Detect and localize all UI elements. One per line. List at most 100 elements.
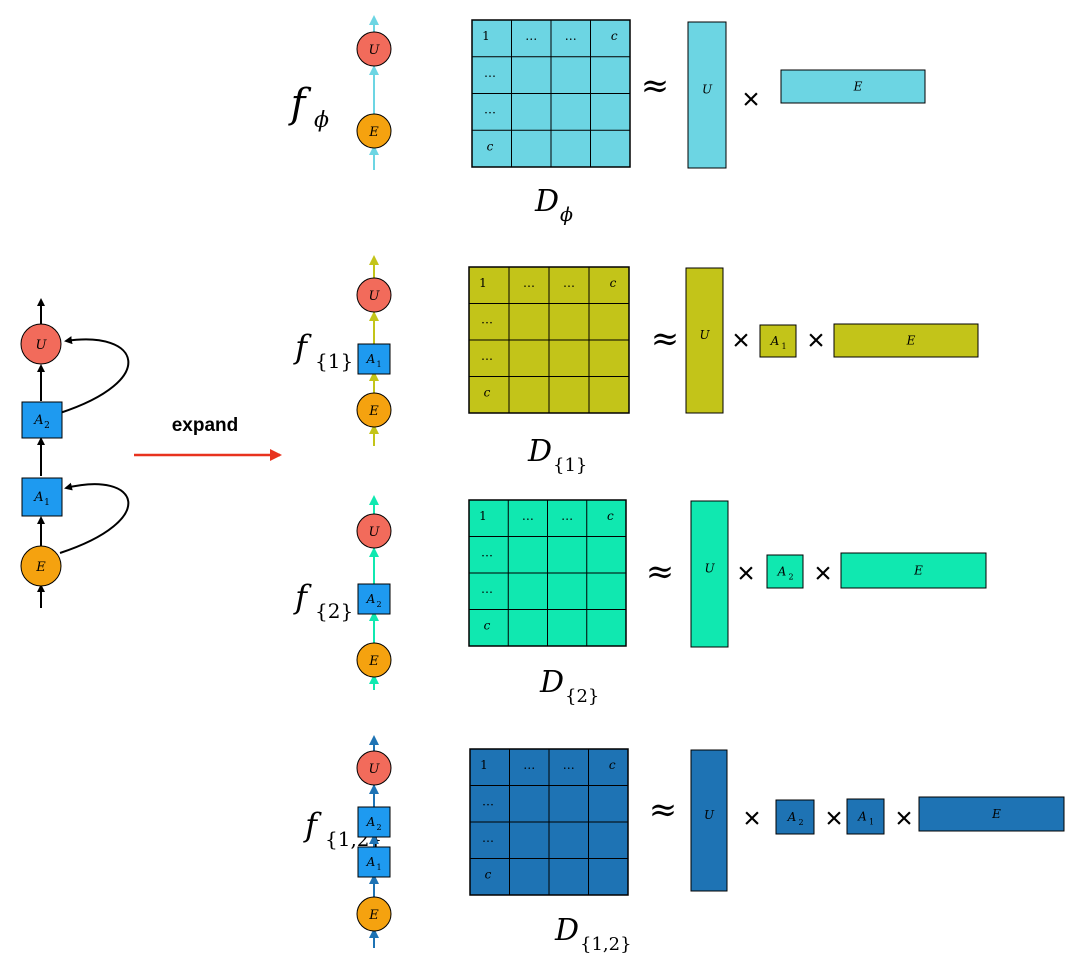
times-symbol: × [814, 557, 832, 590]
left-node-a2-label: A [33, 413, 43, 428]
factor-u-2: U [690, 500, 729, 648]
expand-arrow-group: expand [134, 415, 282, 461]
chain-phi: UE [356, 15, 392, 170]
left-graph: U A 2 A 1 E [20, 298, 130, 608]
chain-node-e-1: E [356, 392, 392, 428]
svg-text:2: 2 [798, 818, 803, 827]
matrix-phi: 1……c……c [471, 19, 631, 168]
matrix-header-cell-1: … [523, 758, 535, 772]
approx-symbol-phi: ≈ [641, 66, 670, 106]
matrix-col-cell-3: c [484, 619, 491, 633]
approx-symbol-2: ≈ [646, 552, 675, 592]
d-label-1: D [527, 434, 552, 469]
chain-node-u-12: U [356, 750, 392, 786]
matrix-col-cell-2: … [482, 831, 494, 845]
chain-node-u-1: U [356, 277, 392, 313]
matrix-header-cell-3: c [611, 29, 618, 43]
factor-u-1: U [685, 267, 724, 414]
matrix-col-cell-1: … [481, 313, 493, 327]
matrix-2: 1……c……c [468, 499, 627, 647]
svg-text:E: E [368, 125, 379, 140]
times-symbol: × [895, 802, 913, 835]
matrix-12: 1……c……c [469, 748, 629, 896]
approx-symbol-12: ≈ [649, 790, 678, 830]
chain-node-u-2: U [356, 513, 392, 549]
d-subscript-12: {1,2} [580, 934, 632, 955]
left-node-u: U [20, 323, 62, 365]
left-node-u-label: U [36, 338, 48, 353]
svg-text:E: E [368, 654, 379, 669]
factor-e-phi: E [780, 69, 926, 104]
matrix-header-cell-1: … [522, 509, 534, 523]
matrix-1: 1……c……c [468, 266, 630, 414]
left-node-a1-sub: 1 [44, 498, 50, 508]
d-label-12: D [554, 913, 579, 948]
svg-text:E: E [368, 404, 379, 419]
svg-text:U: U [699, 328, 710, 342]
svg-text:U: U [369, 525, 381, 540]
svg-text:E: E [368, 908, 379, 923]
matrix-header-cell-3: c [609, 758, 616, 772]
chain-node-e-12: E [356, 896, 392, 932]
svg-text:1: 1 [376, 360, 381, 369]
matrix-header-cell-0: 1 [482, 29, 490, 43]
svg-text:A: A [366, 592, 376, 606]
matrix-col-cell-3: c [487, 139, 494, 153]
factor-chain-phi: ×E [742, 69, 926, 116]
matrix-col-cell-3: c [485, 868, 492, 882]
d-label-phi: D [534, 184, 559, 219]
factor-e-2: E [840, 552, 987, 589]
matrix-header-cell-0: 1 [479, 509, 487, 523]
chain-node-e-2: E [356, 642, 392, 678]
matrix-header-cell-2: … [565, 29, 577, 43]
svg-text:A: A [777, 565, 787, 579]
factor-u-phi: U [687, 21, 727, 169]
d-subscript-phi: ϕ [560, 204, 573, 226]
f-label-1: f [293, 328, 312, 366]
times-symbol: × [807, 324, 825, 357]
left-node-a2: A 2 [21, 401, 63, 439]
svg-text:A: A [366, 352, 376, 366]
left-node-a1: A 1 [21, 477, 63, 517]
svg-text:A: A [366, 855, 376, 869]
svg-text:U: U [704, 562, 715, 576]
svg-text:A: A [857, 810, 867, 824]
f-subscript-1: {1} [315, 349, 353, 373]
matrix-col-cell-1: … [482, 795, 494, 809]
left-node-e-label: E [35, 560, 46, 575]
svg-text:1: 1 [781, 342, 786, 351]
matrix-col-cell-1: … [484, 66, 496, 80]
matrix-header-cell-1: … [523, 276, 535, 290]
svg-text:E: E [906, 334, 916, 348]
d-label-2: D [539, 665, 564, 700]
matrix-header-cell-2: … [563, 758, 575, 772]
left-node-a1-label: A [33, 490, 43, 505]
f-label-12: f [303, 806, 322, 844]
times-symbol: × [742, 83, 760, 116]
svg-text:A: A [770, 334, 780, 348]
f-label-phi: f [288, 81, 312, 127]
matrix-header-cell-3: c [607, 509, 614, 523]
matrix-col-cell-3: c [484, 386, 491, 400]
svg-text:2: 2 [376, 823, 381, 832]
chain-node-e-phi: E [356, 113, 392, 149]
f-subscript-phi: ϕ [314, 108, 329, 133]
chain-node-u-phi: U [356, 31, 392, 67]
times-symbol: × [732, 324, 750, 357]
svg-text:2: 2 [788, 573, 793, 582]
matrix-header-cell-0: 1 [479, 276, 487, 290]
svg-text:U: U [369, 762, 381, 777]
svg-text:1: 1 [376, 863, 381, 872]
svg-text:1: 1 [869, 818, 874, 827]
factor-e-1: E [833, 323, 979, 358]
